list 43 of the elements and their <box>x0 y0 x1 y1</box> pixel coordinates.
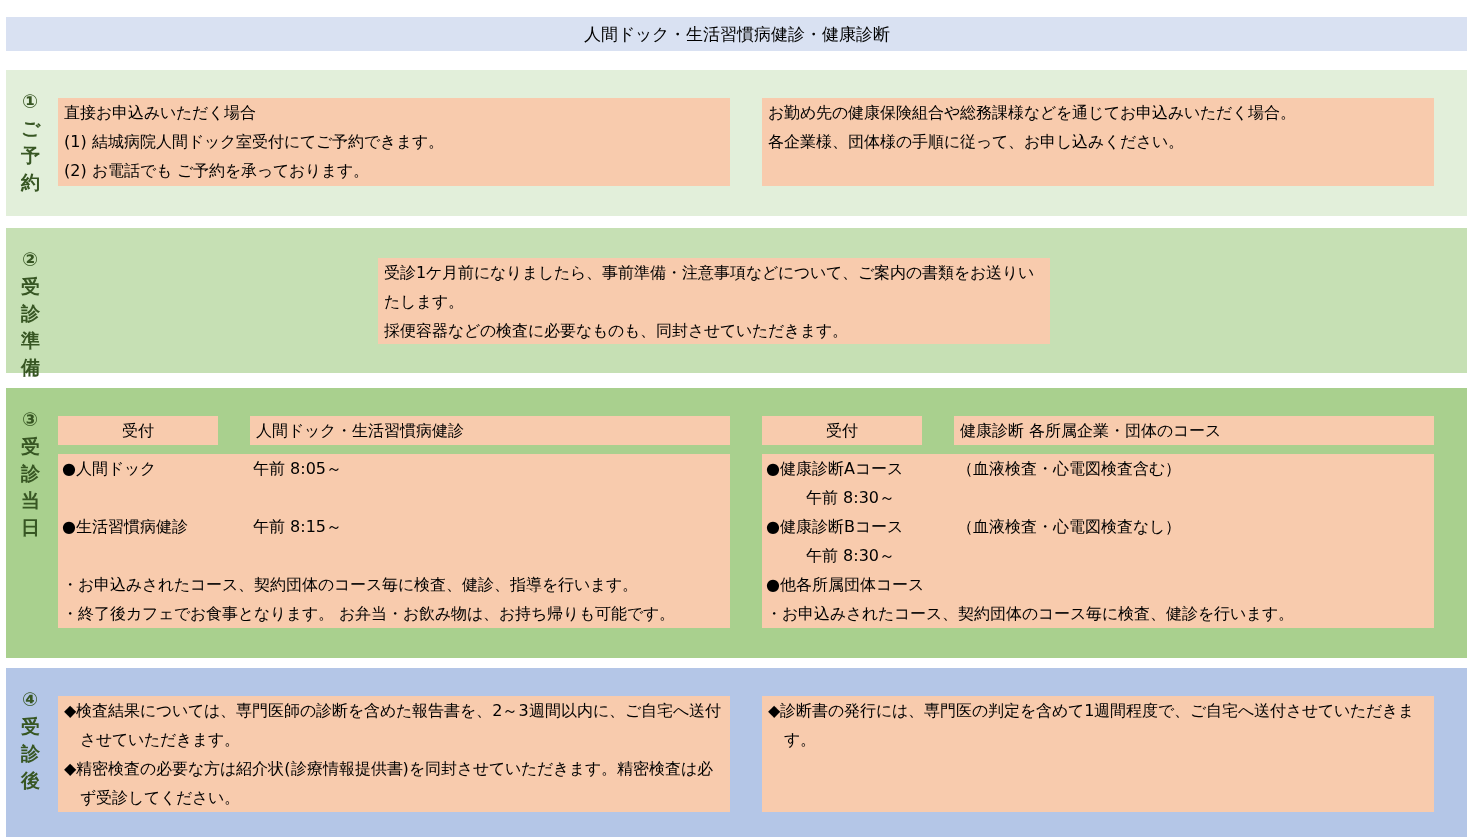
info-text: （血液検査・心電図検査含む） <box>957 458 1181 480</box>
info-text: ●生活習慣病健診 <box>62 516 188 538</box>
info-text: 各企業様、団体様の手順に従って、お申し込みください。 <box>768 131 1185 153</box>
info-text: ・終了後カフェでお食事となります。 お弁当・お飲み物は、お持ち帰りも可能です。 <box>62 603 676 625</box>
info-text: ◆精密検査の必要な方は紹介状(診療情報提供書)を同封させていただきます。精密検査は必ず受診してください。 <box>64 758 714 809</box>
page-title: 人間ドック・生活習慣病健診・健康診断 <box>6 17 1467 51</box>
info-box <box>762 98 1434 186</box>
step-heading: ①ご予約 <box>19 89 42 195</box>
info-text: ◆検査結果については、専門医師の診断を含めた報告書を、2～3週間以内に、ご自宅へ送付させていただきます。 <box>64 700 722 751</box>
header-cell: 受付 <box>762 416 922 445</box>
header-cell: 健康診断 各所属企業・団体のコース <box>954 416 1434 445</box>
step-heading: ④受診後 <box>19 687 41 793</box>
info-text: (1) 結城病院人間ドック室受付にてご予約できます。 <box>64 131 445 153</box>
info-text: 午前 8:30～ <box>806 545 895 567</box>
info-text: ◆診断書の発行には、専門医の判定を含めて1週間程度で、ご自宅へ送付させていただきます。 <box>768 700 1416 751</box>
info-box <box>378 258 1050 344</box>
header-cell: 人間ドック・生活習慣病健診 <box>250 416 730 445</box>
info-text: ・お申込みされたコース、契約団体のコース毎に検査、健診、指導を行います。 <box>62 574 638 596</box>
info-box <box>58 98 730 186</box>
info-text: (2) お電話でも ご予約を承っております。 <box>64 160 370 182</box>
info-text: ・お申込みされたコース、契約団体のコース毎に検査、健診を行います。 <box>766 603 1294 625</box>
step-heading: ③受診当日 <box>19 407 41 540</box>
info-text: 受診1ケ月前になりましたら、事前準備・注意事項などについて、ご案内の書類をお送りいたします。 <box>384 262 1036 313</box>
info-text: 午前 8:30～ <box>806 487 895 509</box>
info-text: 採便容器などの検査に必要なものも、同封させていただきます。 <box>384 320 849 342</box>
info-text: ●他各所属団体コース <box>766 574 924 596</box>
info-box <box>762 454 1434 628</box>
info-text: 直接お申込みいただく場合 <box>64 102 257 124</box>
info-text: 午前 8:15～ <box>253 516 342 538</box>
step-band <box>6 668 1467 837</box>
info-box <box>762 696 1434 812</box>
info-text: お勤め先の健康保険組合や総務課様などを通じてお申込みいただく場合。 <box>768 102 1297 124</box>
info-text: ●健康診断Aコース <box>766 458 903 480</box>
info-text: 午前 8:05～ <box>253 458 342 480</box>
info-box <box>58 696 730 812</box>
info-text: ●人間ドック <box>62 458 156 480</box>
info-box <box>58 454 730 628</box>
info-text: ●健康診断Bコース <box>766 516 903 538</box>
step-band <box>6 388 1467 658</box>
step-band <box>6 70 1467 216</box>
info-text: （血液検査・心電図検査なし） <box>957 516 1181 538</box>
header-cell: 受付 <box>58 416 218 445</box>
step-heading: ②受診準備 <box>19 247 41 380</box>
